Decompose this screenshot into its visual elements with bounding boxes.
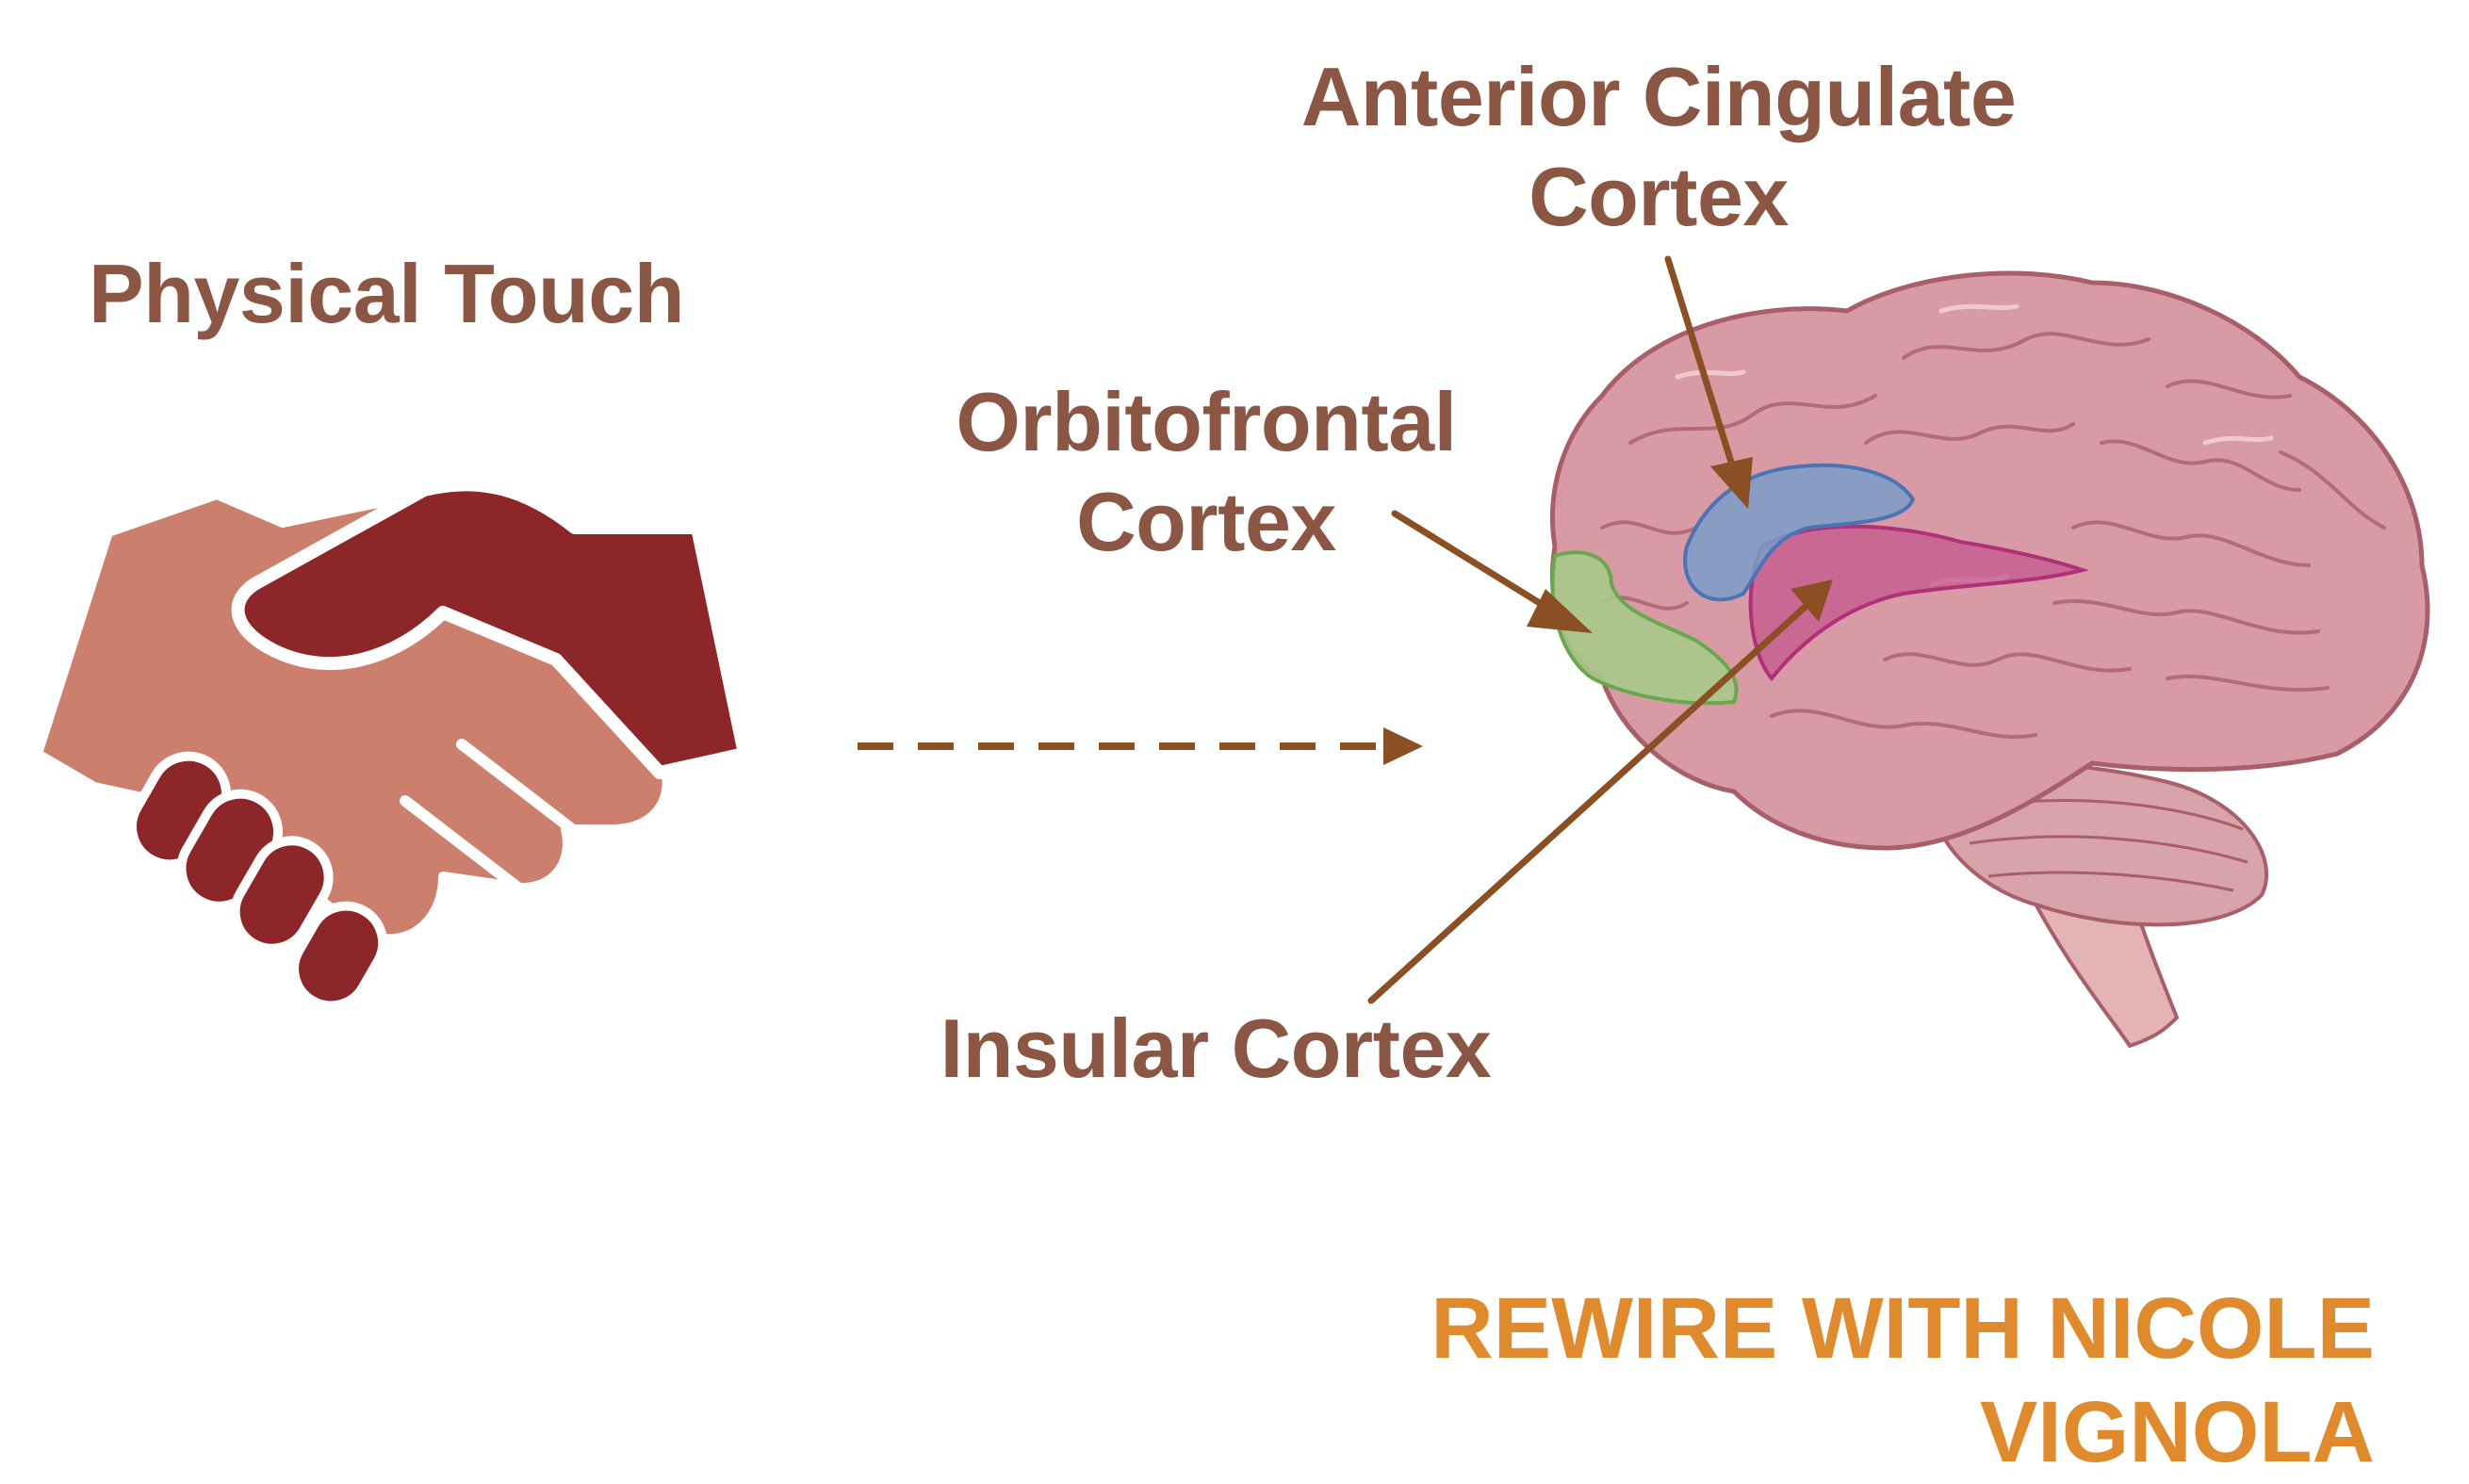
ofc-label-line2: Cortex (1076, 475, 1336, 568)
acc-label-line1: Anterior Cingulate (1300, 50, 2017, 143)
acc-label-line2: Cortex (1529, 150, 1789, 243)
anterior-cingulate-cortex-label: Anterior Cingulate Cortex (1234, 47, 2083, 247)
handshake-icon (33, 478, 751, 1011)
ofc-label-line1: Orbitofrontal (956, 375, 1457, 468)
brain-icon (1367, 255, 2430, 1049)
insular-cortex-label: Insular Cortex (940, 1002, 1492, 1095)
orbitofrontal-cortex-label: Orbitofrontal Cortex (905, 372, 1508, 572)
physical-touch-label: Physical Touch (89, 247, 685, 340)
brand-watermark: REWIRE WITH NICOLE VIGNOLA (1431, 1280, 2375, 1480)
dashed-arrow (858, 727, 1423, 765)
